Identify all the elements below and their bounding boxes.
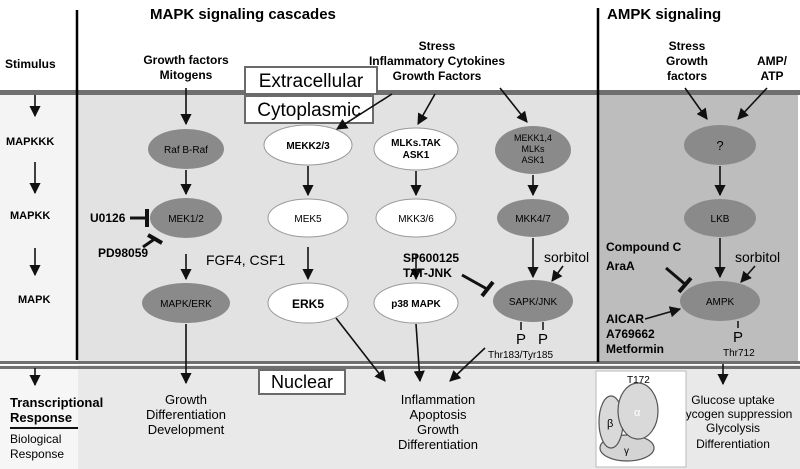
extracellular-label: Extracellular [259, 71, 364, 92]
node-mlks-label-1: MLKs.TAK [391, 138, 442, 149]
level-mapk: MAPK [18, 294, 50, 306]
node-mkk36 [375, 198, 457, 238]
stimulus-ampk-stress-1: Stress [669, 39, 706, 53]
stimulus-stress-2: Inflammatory Cytokines [369, 54, 505, 68]
cytoplasmic-label: Cytoplasmic [257, 100, 360, 121]
node-mlks-label-2: ASK1 [403, 150, 430, 161]
inhibitor-u0126: U0126 [90, 211, 126, 225]
node-mkk47 [497, 199, 569, 237]
stimulus-amp-1: AMP/ [757, 54, 788, 68]
ampk-heading: AMPK signaling [607, 6, 721, 23]
level-mapkk: MAPKK [10, 210, 50, 222]
node-mek23 [263, 124, 353, 166]
activator-sorbitol-ampk: sorbitol [735, 249, 780, 265]
outcome-erk-1: Growth [165, 392, 207, 407]
outcome-erk-3: Development [148, 422, 225, 437]
outcome-ampk-2: Glycogen suppression [674, 407, 793, 421]
jnk-phospho-sites: Thr183/Tyr185 [488, 350, 553, 361]
nuclear-membrane-bottom [0, 366, 800, 369]
node-lkb-label: LKB [711, 214, 730, 225]
node-unknown-label: ? [716, 138, 723, 153]
node-ampk [680, 281, 760, 321]
node-raf [148, 129, 224, 169]
ampk-heterotrimer-inset: T172 α β γ [595, 370, 687, 468]
level-stimulus: Stimulus [5, 57, 56, 71]
node-jnk-label: SAPK/JNK [509, 297, 558, 308]
cytoplasmic-box [244, 95, 374, 124]
node-mkk47-label: MKK4/7 [515, 214, 551, 225]
activator-aicar: AICAR [606, 312, 644, 326]
jnk-phospho-2: P [538, 331, 548, 348]
outcome-stress-1: Inflammation [401, 392, 475, 407]
node-mekk14-label-1: MEKK1,4 [514, 133, 552, 143]
node-mkk36-label: MKK3/6 [398, 214, 434, 225]
node-erk5 [267, 282, 349, 324]
plasma-membrane [0, 90, 800, 95]
jnk-phospho-1: P [516, 331, 526, 348]
subunit-gamma: γ [624, 446, 629, 457]
nuclear-box [258, 369, 346, 395]
alpha-subunit [617, 382, 659, 440]
node-mlks [373, 127, 459, 171]
node-lkb [684, 199, 756, 237]
outcome-biological-2: Response [10, 447, 64, 461]
stimulus-amp-2: ATP [760, 69, 783, 83]
outcome-ampk-3: Glycolysis [706, 421, 760, 435]
outcome-transcriptional-1: Transcriptional [10, 395, 103, 410]
ampk-phospho-site: Thr712 [723, 348, 755, 359]
outcome-biological-1: Biological [10, 432, 61, 446]
node-jnk [493, 280, 573, 322]
subunit-beta: β [607, 418, 613, 430]
outcome-erk-2: Differentiation [146, 407, 226, 422]
extracellular-box [244, 66, 378, 95]
node-mek5 [267, 198, 349, 238]
node-raf-label: Raf B-Raf [164, 145, 208, 156]
outcome-stress-3: Growth [417, 422, 459, 437]
node-mekk14-label-2: MLKs [521, 144, 545, 154]
node-mek23-label: MEKK2/3 [286, 141, 330, 152]
mapk-heading: MAPK signaling cascades [150, 6, 336, 23]
node-erk-label: MAPK/ERK [160, 299, 212, 310]
subunit-t172: T172 [627, 375, 650, 386]
outcome-transcriptional-2: Response [10, 410, 72, 425]
stimulus-ampk-stress-3: factors [667, 69, 707, 83]
subunit-alpha: α [634, 407, 641, 419]
nuclear-membrane-top [0, 361, 800, 364]
ampk-phospho: P [733, 329, 743, 346]
stimulus-growth-1: Growth factors [143, 53, 229, 67]
activator-sorbitol: sorbitol [544, 249, 589, 265]
node-mek12-label: MEK1/2 [168, 214, 204, 225]
outcome-stress-2: Apoptosis [409, 407, 467, 422]
activator-metformin: Metformin [606, 342, 664, 356]
inhibitor-sp600125: SP600125 [403, 251, 459, 265]
stimulus-stress-1: Stress [419, 39, 456, 53]
nuclear-label: Nuclear [271, 372, 333, 392]
stimulus-stress-3: Growth Factors [393, 69, 482, 83]
stimulus-growth-2: Mitogens [160, 68, 213, 82]
node-mek5-label: MEK5 [294, 214, 322, 225]
activator-fgf4-csf1: FGF4, CSF1 [206, 252, 286, 268]
node-ampk-label: AMPK [706, 297, 735, 308]
inhibitor-compound-c: Compound C [606, 240, 682, 254]
node-unknown [684, 125, 756, 165]
level-mapkkk: MAPKKK [6, 136, 54, 148]
node-mekk14-label-3: ASK1 [521, 155, 544, 165]
outcome-ampk-4: Differentiation [696, 437, 770, 451]
node-mek12 [150, 198, 222, 238]
stimulus-ampk-stress-2: Growth [666, 54, 708, 68]
inhibitor-araa: AraA [606, 259, 635, 273]
node-erk5-label: ERK5 [292, 297, 324, 311]
inhibitor-tatjnk: TAT-JNK [403, 266, 452, 280]
node-mekk14 [495, 126, 571, 174]
inhibitor-pd98059: PD98059 [98, 246, 148, 260]
node-p38 [373, 282, 459, 324]
activator-a769662: A769662 [606, 327, 655, 341]
node-erk [142, 283, 230, 323]
levels-cytoplasm-panel [0, 93, 78, 363]
outcome-ampk-1: Glucose uptake [691, 393, 775, 407]
node-p38-label: p38 MAPK [391, 299, 441, 310]
outcome-stress-4: Differentiation [398, 437, 478, 452]
